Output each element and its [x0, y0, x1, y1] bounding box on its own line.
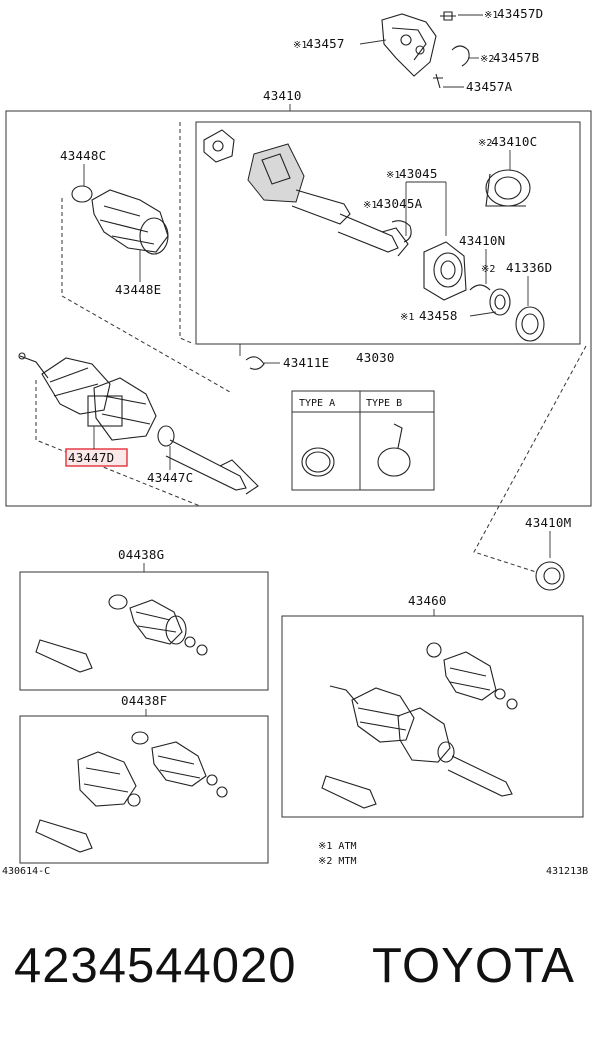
- assembly-43410-frame: [5, 110, 592, 507]
- label-43410: 43410: [263, 88, 302, 103]
- label-43045A: 43045A: [376, 196, 423, 211]
- label-04438G: 04438G: [118, 547, 164, 562]
- label-43448E: 43448E: [115, 282, 161, 297]
- label-43410N: 43410N: [459, 233, 505, 248]
- seal-43410M-illustration: [535, 561, 565, 591]
- label-43457D: 43457D: [497, 6, 543, 21]
- label-43410M: 43410M: [525, 515, 571, 530]
- clamp-type-a-illustration: [301, 447, 335, 477]
- tripod-joint-illustration: [203, 129, 409, 257]
- boot-43448-illustration: [71, 185, 169, 255]
- reference-mark: ※1: [400, 312, 414, 323]
- assembly-43030-frame: [195, 121, 581, 345]
- reference-mark: ※1: [293, 40, 307, 51]
- ring-41336D-illustration: [489, 288, 545, 342]
- legend-mtm: ※2 MTM: [318, 856, 356, 867]
- label-43460: 43460: [408, 593, 447, 608]
- label-43410C: 43410C: [491, 134, 537, 149]
- type-a-label: TYPE A: [299, 398, 335, 409]
- clip-43411E: [245, 356, 265, 370]
- label-43030: 43030: [356, 350, 395, 365]
- driveshaft-left-illustration: [18, 352, 259, 495]
- drawing-code-right: 431213B: [546, 866, 588, 877]
- brand-name: TOYOTA: [372, 939, 575, 993]
- reference-mark: ※1: [484, 10, 498, 21]
- hub-43045-illustration: [423, 241, 467, 301]
- bracket-43457-illustration: [381, 11, 470, 89]
- reference-mark: ※1: [363, 200, 377, 211]
- legend-atm: ※1 ATM: [318, 841, 356, 852]
- kit-04438G-frame: [19, 571, 269, 691]
- reference-mark: ※2: [480, 54, 494, 65]
- reference-mark: ※2: [478, 138, 492, 149]
- clamp-type-b-illustration: [377, 423, 411, 477]
- highlight-box-43447D: [65, 448, 128, 467]
- type-b-label: TYPE B: [366, 398, 402, 409]
- kit-04438F-frame: [19, 715, 269, 864]
- label-43458: 43458: [419, 308, 458, 323]
- label-43457A: 43457A: [466, 79, 513, 94]
- label-43447C: 43447C: [147, 470, 193, 485]
- label-43411E: 43411E: [283, 355, 329, 370]
- label-43457B: 43457B: [493, 50, 539, 65]
- type-clamp-box: [291, 390, 435, 491]
- assembly-43460-illustration: [321, 642, 518, 809]
- reference-mark: ※2: [481, 264, 495, 275]
- reference-mark: ※1: [386, 170, 400, 181]
- kit-04438F-illustration: [35, 731, 228, 853]
- footer: 4234544020 TOYOTA: [0, 930, 600, 1010]
- label-43457: 43457: [306, 36, 345, 51]
- kit-04438G-illustration: [35, 594, 208, 673]
- label-43447D: 43447D: [68, 450, 114, 465]
- label-43448C: 43448C: [60, 148, 106, 163]
- part-number: 4234544020: [14, 939, 297, 993]
- assembly-43460-frame: [281, 615, 584, 818]
- parts-diagram: ※1 43457D ※1 43457 ※2 43457B 43457A 4341…: [2, 6, 592, 877]
- drawing-code-left: 430614-C: [2, 866, 50, 877]
- label-41336D: 41336D: [506, 260, 552, 275]
- label-04438F: 04438F: [121, 693, 167, 708]
- bearing-43410C-illustration: [485, 169, 531, 207]
- label-43045: 43045: [399, 166, 438, 181]
